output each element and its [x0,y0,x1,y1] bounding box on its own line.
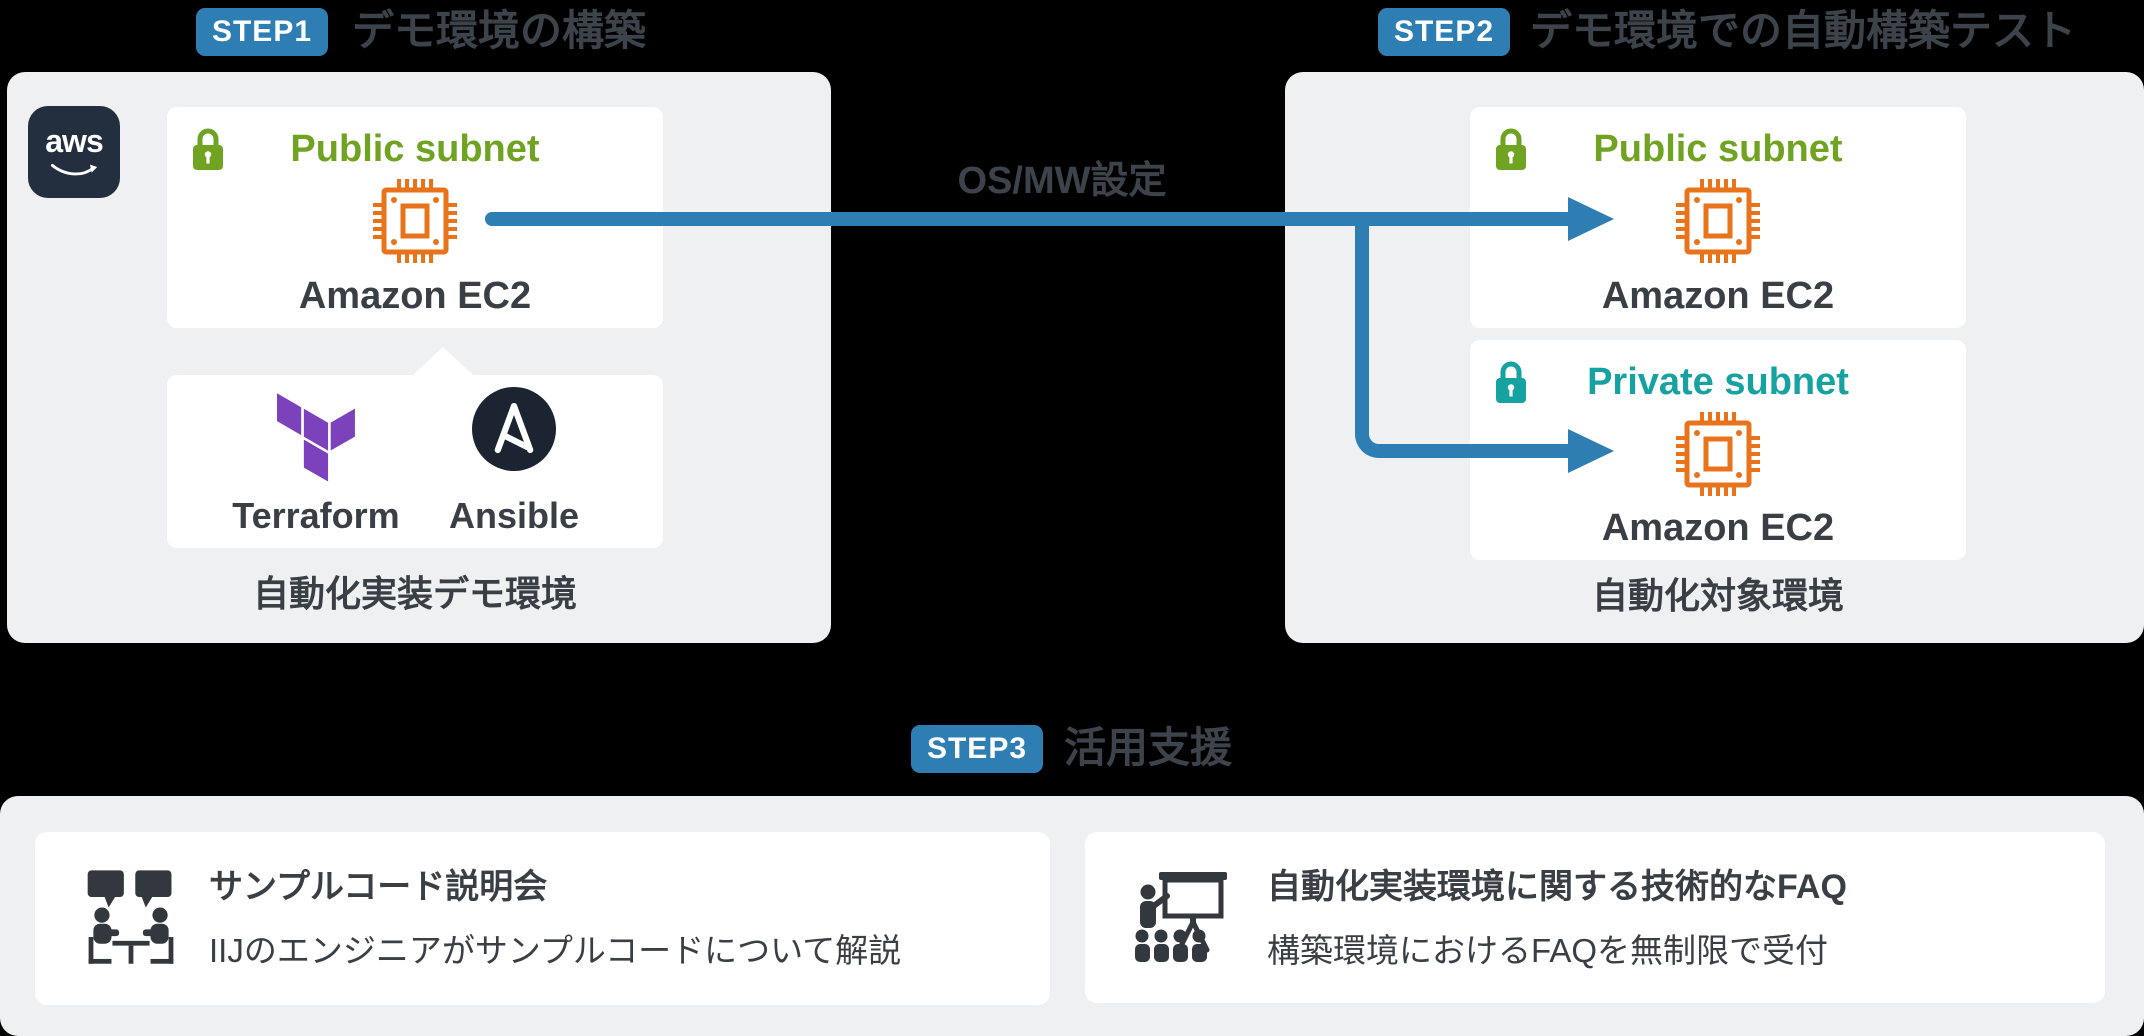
support-card-title: 自動化実装環境に関する技術的なFAQ [1267,868,1847,906]
subnet-name: Public subnet [1593,128,1843,170]
support-card-description: 構築環境におけるFAQを無制限で受付 [1267,932,1829,969]
ec2-chip-icon [1676,179,1760,263]
ec2-chip-icon [1676,412,1760,496]
demo-panel-caption: 自動化実装デモ環境 [252,573,577,614]
lock-icon [193,128,223,170]
flow-arrow-branch [1355,212,1568,458]
lock-icon [1496,128,1526,170]
step2-badge: STEP2 [1378,8,1510,56]
presentation-icon [1135,872,1227,962]
ec2-chip-icon [373,179,457,263]
arrowhead-icon [1568,429,1614,473]
tool-name-terraform: Terraform [232,495,400,536]
tool-name-ansible: Ansible [448,495,580,536]
support-card-description: IIJのエンジニアがサンプルコードについて解説 [209,932,902,969]
aws-smile-icon [50,163,98,176]
subnet-name: Public subnet [290,128,540,170]
meeting-icon [87,870,174,964]
subnet-name: Private subnet [1587,361,1849,403]
arrowhead-icon [1568,197,1614,241]
step3-badge: STEP3 [911,725,1043,773]
target-environment-panel: Public subnet Amazon EC2 [1285,72,2144,643]
step2-title: デモ環境での自動構築テスト [1530,7,2077,54]
aws-logo-text: aws [45,123,103,159]
step3-title: 活用支援 [1064,724,1233,771]
terraform-icon [277,393,355,482]
ansible-icon [472,387,556,471]
card-connector-notch [413,347,473,375]
step1-badge: STEP1 [196,8,328,56]
aws-logo: aws [28,106,120,198]
demo-environment-panel: aws Public subnet [7,72,831,643]
target-panel-caption: 自動化対象環境 [1591,575,1844,616]
step1-title: デモ環境の構築 [352,7,647,54]
automation-tools-card: Terraform Ansible [167,375,663,548]
flow-arrow-main [485,212,1570,226]
support-card-seminar: サンプルコード説明会 IIJのエンジニアがサンプルコードについて解説 [35,832,1050,1005]
support-card-faq: 自動化実装環境に関する技術的なFAQ 構築環境におけるFAQを無制限で受付 [1085,832,2105,1003]
service-name: Amazon EC2 [1601,275,1835,317]
service-name: Amazon EC2 [298,275,532,317]
service-name: Amazon EC2 [1601,507,1835,549]
support-band: サンプルコード説明会 IIJのエンジニアがサンプルコードについて解説 [0,796,2144,1036]
support-card-title: サンプルコード説明会 [209,868,548,906]
flow-label: OS/MW設定 [957,160,1167,202]
lock-icon [1496,361,1526,403]
